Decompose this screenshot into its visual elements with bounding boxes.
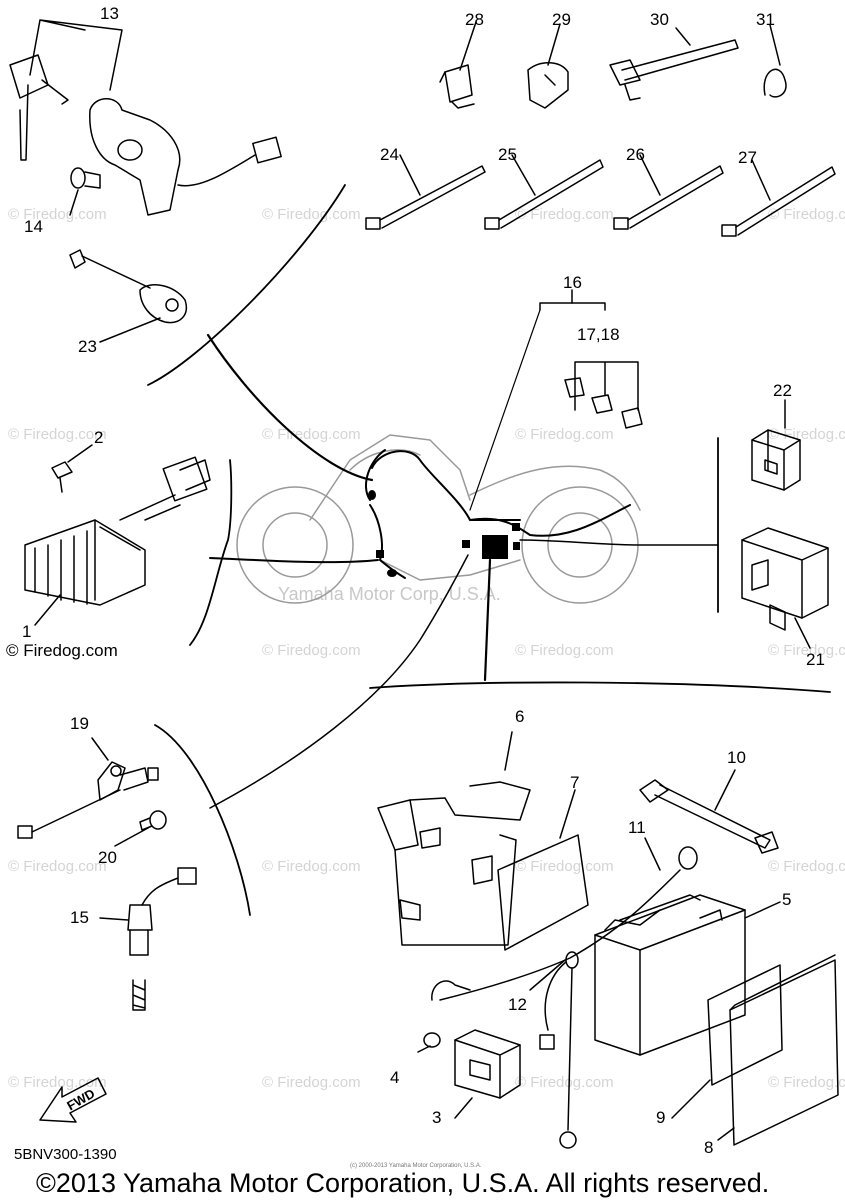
cable-tie-part27 xyxy=(721,159,836,237)
watermark: © Firedog.com xyxy=(8,206,107,223)
part-label-11: 11 xyxy=(628,818,646,837)
starter-relay-part3 xyxy=(454,1029,521,1119)
fwd-arrow xyxy=(39,1077,107,1123)
bolt-part4 xyxy=(417,1032,441,1053)
part-label-15: 15 xyxy=(70,908,89,927)
sensor-part15 xyxy=(99,867,197,1011)
clip-part31 xyxy=(763,24,787,98)
copyright-notice: ©2013 Yamaha Motor Corporation, U.S.A. A… xyxy=(36,1168,770,1198)
watermark: © Firedog.com xyxy=(262,426,361,443)
watermark: © Firedog.com xyxy=(768,642,845,659)
part-label-21: 21 xyxy=(806,650,825,669)
strap-part10 xyxy=(639,769,779,854)
small-credit: (c) 2000-2013 Yamaha Motor Corporation, … xyxy=(350,1163,482,1169)
watermark: © Firedog.com xyxy=(515,858,614,875)
part-label-4: 4 xyxy=(390,1068,400,1087)
part-label-16: 16 xyxy=(563,273,582,292)
sensor-part23 xyxy=(69,249,187,343)
screw-part20 xyxy=(114,810,167,847)
part-label-3: 3 xyxy=(432,1108,442,1127)
watermark: © Firedog.com xyxy=(262,1074,361,1091)
band-part30 xyxy=(609,27,739,101)
rectifier-regulator-part1 xyxy=(24,456,211,626)
watermark: © Firedog.com xyxy=(262,858,361,875)
watermark: © Firedog.com xyxy=(515,426,614,443)
neutral-switch-part19 xyxy=(17,737,159,839)
part-label-25: 25 xyxy=(498,145,517,164)
pad-part8 xyxy=(717,954,839,1146)
part-label-9: 9 xyxy=(656,1108,666,1127)
battery-box-part6 xyxy=(377,731,531,946)
watermark: © Firedog.com xyxy=(768,426,845,443)
clip-part28 xyxy=(439,21,477,109)
part-label-14: 14 xyxy=(24,217,43,236)
part-label-28: 28 xyxy=(465,10,484,29)
ignition-switch-part13 xyxy=(9,19,282,216)
part-label-24: 24 xyxy=(380,145,399,164)
part-label-31: 31 xyxy=(756,10,775,29)
part-label-5: 5 xyxy=(782,890,792,909)
motorcycle-silhouette xyxy=(236,434,641,604)
relay-part21 xyxy=(741,527,829,649)
watermark: © Firedog.com xyxy=(515,206,614,223)
pad-part9 xyxy=(671,964,783,1119)
cable-tie-part24 xyxy=(365,154,486,230)
ground-lead-part12 xyxy=(529,951,579,1149)
diagram-code: 5BNV300-1390 xyxy=(14,1146,117,1163)
relay-part22 xyxy=(751,399,801,491)
part-label-26: 26 xyxy=(626,145,645,164)
watermark: © Firedog.com xyxy=(515,1074,614,1091)
watermark: © Firedog.com xyxy=(768,206,845,223)
part-label-19: 19 xyxy=(70,714,89,733)
part-label-6: 6 xyxy=(515,707,525,726)
part-label-7: 7 xyxy=(570,773,580,792)
part-label-10: 10 xyxy=(727,748,746,767)
watermark: © Firedog.com xyxy=(8,858,107,875)
bolt-part2 xyxy=(51,444,93,493)
part-label-29: 29 xyxy=(552,10,571,29)
firedog-credit: © Firedog.com xyxy=(6,641,118,660)
harness-bracket-part16 xyxy=(539,289,643,429)
part-label-12: 12 xyxy=(508,995,527,1014)
watermark: © Firedog.com xyxy=(262,206,361,223)
part-label-17-18: 17,18 xyxy=(577,325,620,344)
part-label-30: 30 xyxy=(650,10,669,29)
part-label-20: 20 xyxy=(98,848,117,867)
lead-wire-part11 xyxy=(431,837,698,1001)
wiring-harness xyxy=(365,449,631,579)
part-label-22: 22 xyxy=(773,381,792,400)
battery-part5 xyxy=(594,894,781,1056)
part-label-27: 27 xyxy=(738,148,757,167)
watermark: © Firedog.com xyxy=(768,1074,845,1091)
screw-part14 xyxy=(69,167,101,216)
cable-tie-part26 xyxy=(613,154,724,230)
part-label-13: 13 xyxy=(100,4,119,23)
part-label-23: 23 xyxy=(78,337,97,356)
watermark: © Firedog.com xyxy=(262,642,361,659)
clip-part29 xyxy=(527,23,569,109)
watermark: © Firedog.com xyxy=(515,642,614,659)
watermark: © Firedog.com xyxy=(8,426,107,443)
part-label-1: 1 xyxy=(22,622,32,641)
part-label-8: 8 xyxy=(704,1138,714,1157)
cable-tie-part25 xyxy=(484,154,604,230)
plate-part7 xyxy=(497,789,589,951)
watermark: © Firedog.com xyxy=(768,858,845,875)
part-label-2: 2 xyxy=(94,428,104,447)
